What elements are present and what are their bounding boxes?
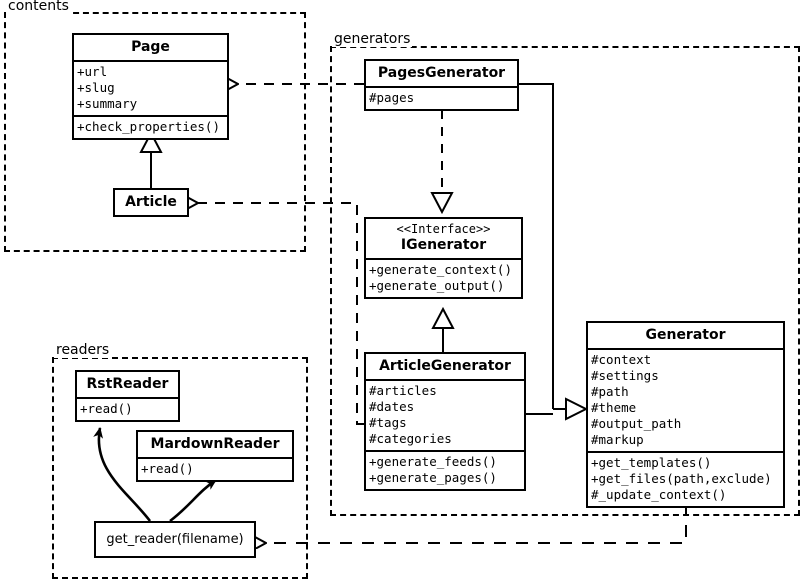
class-pagesgenerator-attributes: #pages bbox=[366, 86, 517, 109]
class-generator-attributes: #context #settings #path #theme #output_… bbox=[588, 348, 783, 451]
class-article-name: Article bbox=[125, 194, 177, 210]
attribute: #theme bbox=[591, 400, 637, 415]
operation: #_update_context() bbox=[591, 487, 727, 502]
class-igenerator-name-block: <<Interface>> IGenerator bbox=[366, 219, 521, 258]
function-get-reader-label: get_reader(filename) bbox=[106, 532, 244, 547]
operation: +generate_context() bbox=[369, 262, 512, 277]
class-articlegenerator-operations: +generate_feeds() +generate_pages() bbox=[366, 450, 524, 489]
class-page[interactable]: Page +url +slug +summary +check_properti… bbox=[72, 33, 229, 140]
operation: +generate_output() bbox=[369, 278, 505, 293]
package-generators bbox=[330, 46, 800, 516]
package-contents-label: contents bbox=[6, 0, 71, 14]
class-rstreader-operations: +read() bbox=[77, 397, 178, 420]
attribute: #output_path bbox=[591, 416, 682, 431]
attribute: #dates bbox=[369, 399, 415, 414]
attribute: #markup bbox=[591, 432, 644, 447]
function-get-reader[interactable]: get_reader(filename) bbox=[94, 521, 256, 558]
class-page-name: Page bbox=[131, 39, 170, 55]
class-article[interactable]: Article bbox=[113, 188, 189, 217]
attribute: #settings bbox=[591, 368, 659, 383]
attribute: #path bbox=[591, 384, 629, 399]
package-contents bbox=[4, 12, 306, 252]
attribute: #categories bbox=[369, 431, 452, 446]
class-pagesgenerator[interactable]: PagesGenerator #pages bbox=[364, 59, 519, 111]
attribute: #pages bbox=[369, 90, 415, 105]
class-pagesgenerator-name: PagesGenerator bbox=[377, 65, 506, 81]
attribute: #context bbox=[591, 352, 652, 367]
operation: +read() bbox=[80, 401, 133, 416]
package-readers-label: readers bbox=[54, 342, 112, 358]
class-rstreader-name: RstReader bbox=[86, 376, 169, 392]
operation: +generate_feeds() bbox=[369, 454, 497, 469]
class-igenerator[interactable]: <<Interface>> IGenerator +generate_conte… bbox=[364, 217, 523, 299]
class-page-attributes: +url +slug +summary bbox=[74, 60, 227, 115]
class-igenerator-stereotype: <<Interface>> bbox=[396, 222, 491, 236]
package-generators-label: generators bbox=[332, 31, 413, 47]
package-readers bbox=[52, 357, 308, 579]
operation: +read() bbox=[141, 461, 194, 476]
attribute: #tags bbox=[369, 415, 407, 430]
class-rstreader[interactable]: RstReader +read() bbox=[75, 370, 180, 422]
operation: +generate_pages() bbox=[369, 470, 497, 485]
class-articlegenerator[interactable]: ArticleGenerator #articles #dates #tags … bbox=[364, 352, 526, 491]
class-generator-name: Generator bbox=[645, 327, 726, 343]
operation: +get_templates() bbox=[591, 455, 712, 470]
operation: +check_properties() bbox=[77, 119, 220, 134]
attribute: #articles bbox=[369, 383, 437, 398]
class-mardownreader-name: MardownReader bbox=[150, 436, 280, 452]
class-mardownreader-operations: +read() bbox=[138, 457, 292, 480]
attribute: +url bbox=[77, 64, 108, 79]
operation: +get_files(path,exclude) bbox=[591, 471, 772, 486]
class-page-operations: +check_properties() bbox=[74, 115, 227, 138]
attribute: +summary bbox=[77, 96, 138, 111]
class-articlegenerator-name: ArticleGenerator bbox=[379, 358, 511, 374]
class-generator-operations: +get_templates() +get_files(path,exclude… bbox=[588, 451, 783, 506]
attribute: +slug bbox=[77, 80, 115, 95]
class-igenerator-name: IGenerator bbox=[400, 237, 487, 253]
class-articlegenerator-attributes: #articles #dates #tags #categories bbox=[366, 379, 524, 450]
class-igenerator-operations: +generate_context() +generate_output() bbox=[366, 258, 521, 297]
class-generator[interactable]: Generator #context #settings #path #them… bbox=[586, 321, 785, 508]
class-mardownreader[interactable]: MardownReader +read() bbox=[136, 430, 294, 482]
